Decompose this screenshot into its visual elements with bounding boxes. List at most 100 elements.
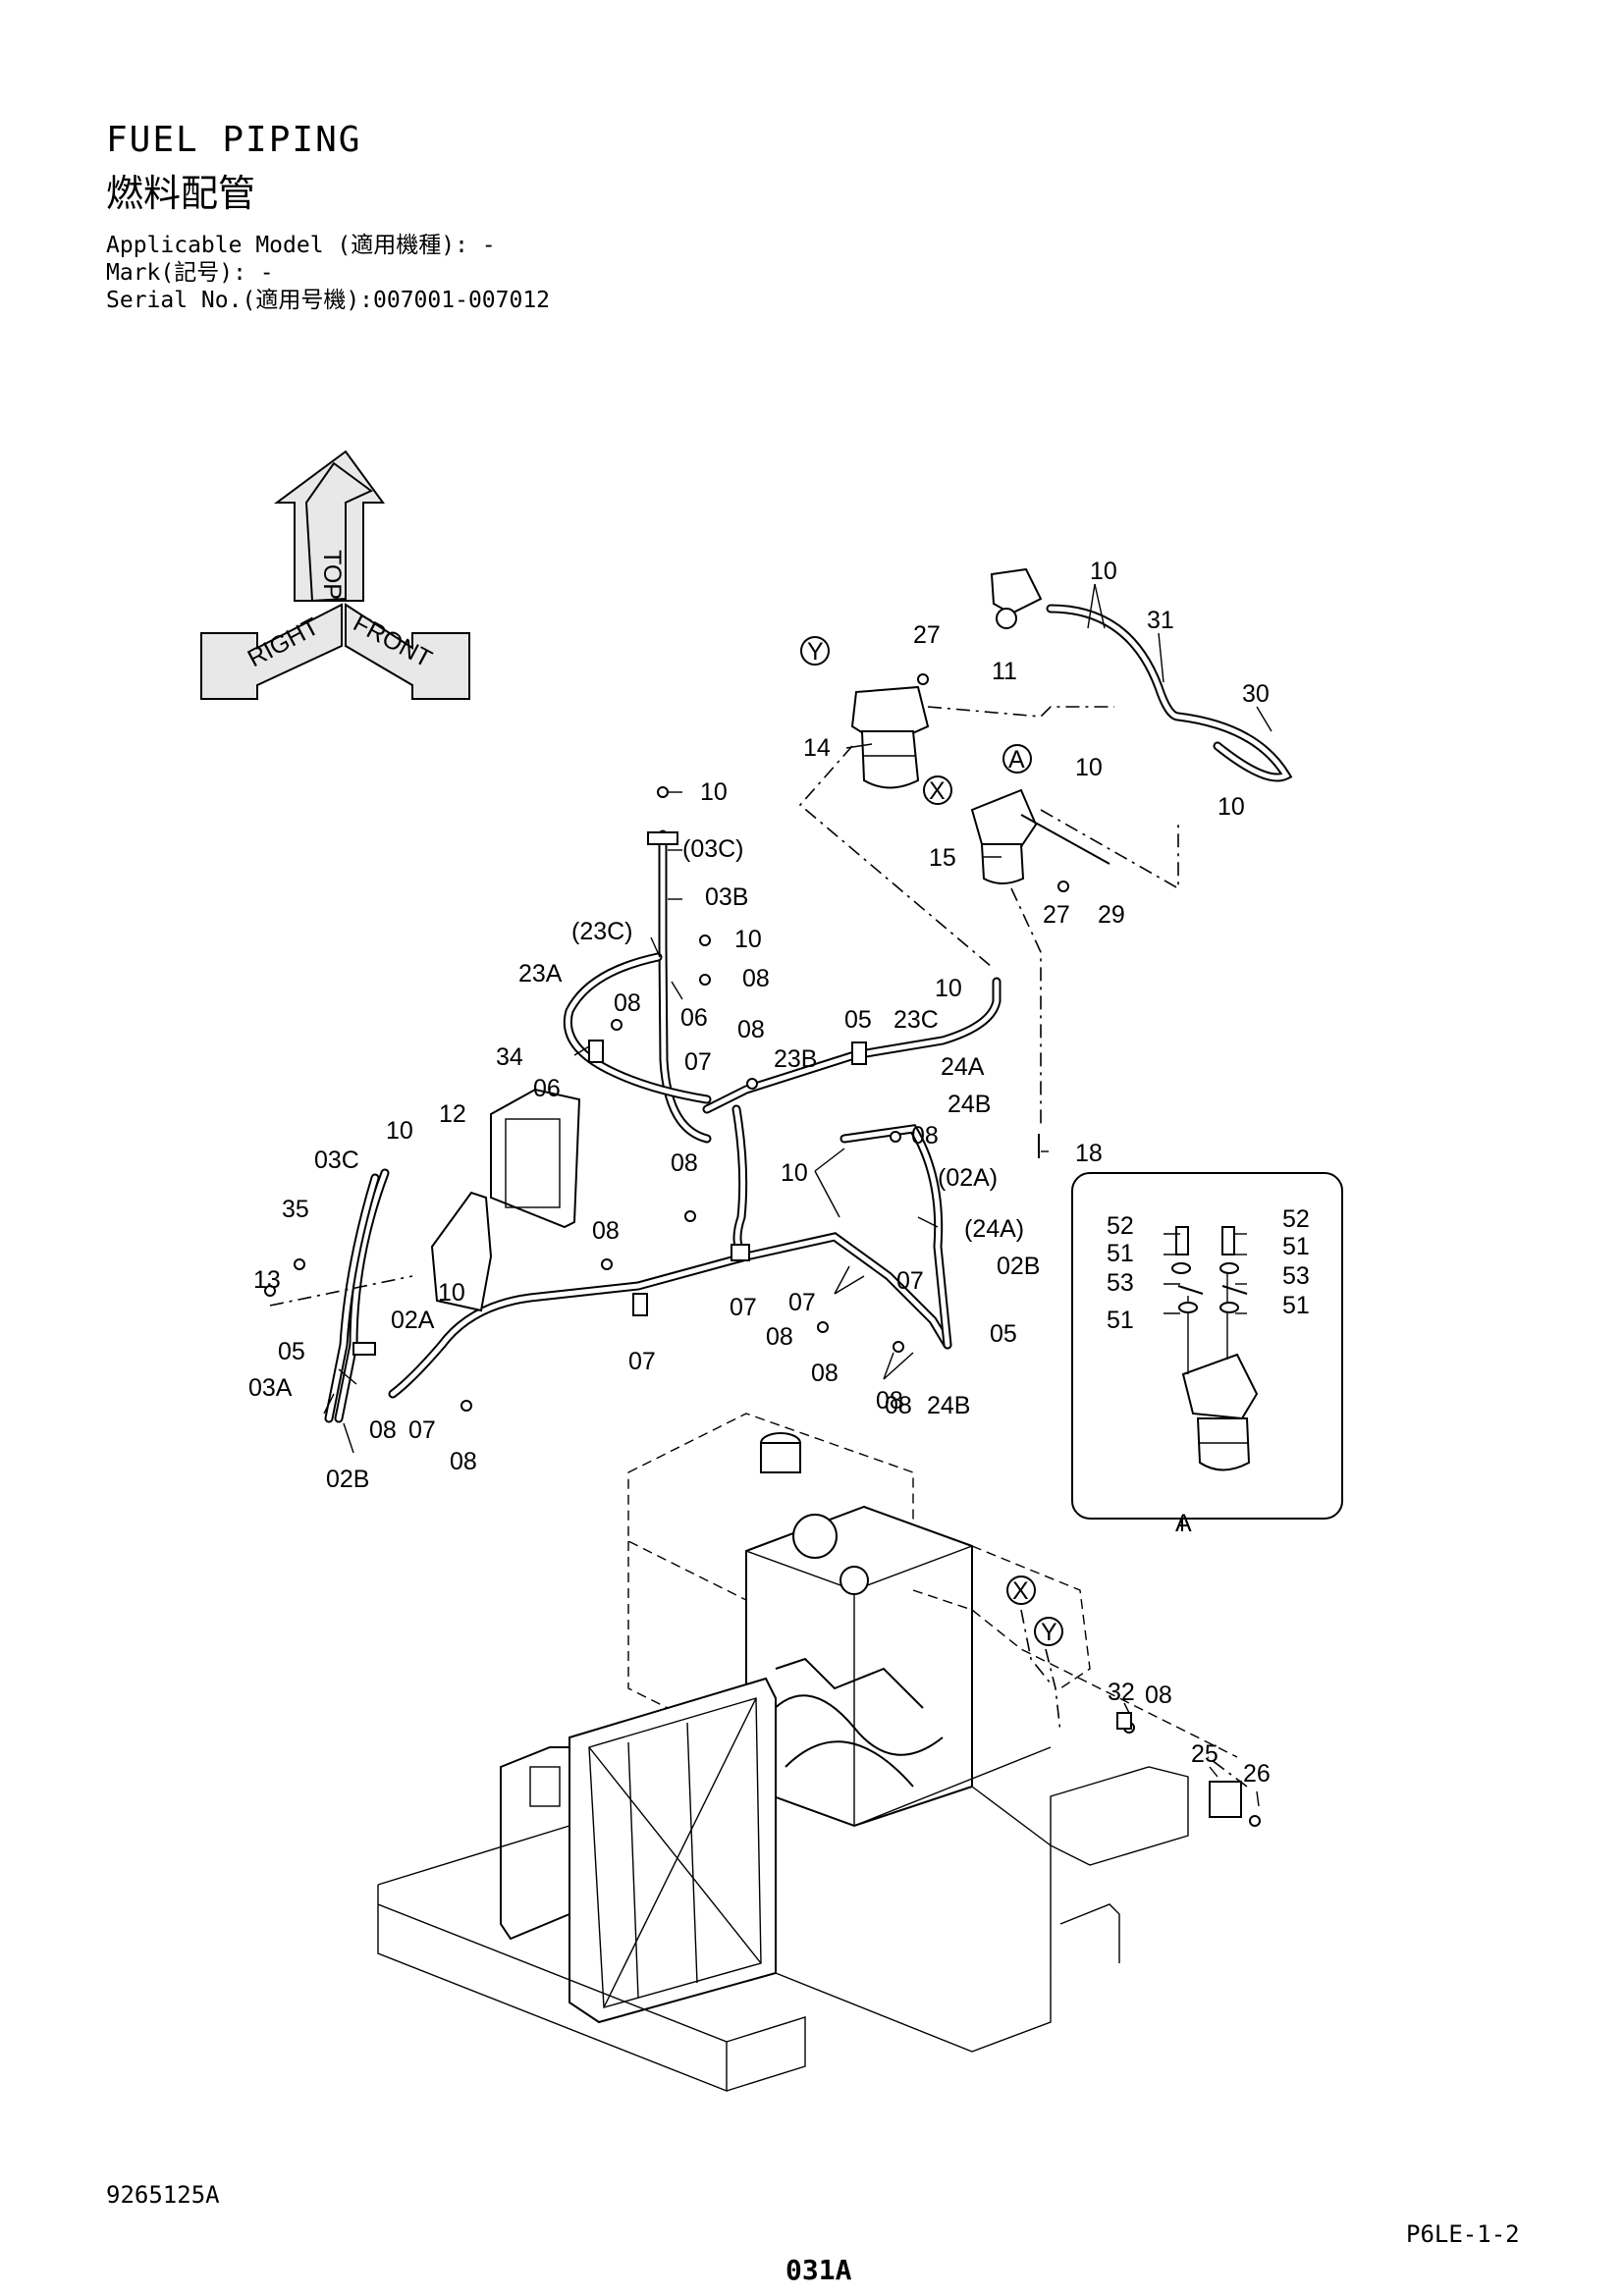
- part-number-labels: 10 31 27 11 30 14 10 10 10 (03C) 03B 15 …: [248, 558, 1310, 1788]
- mark: Mark(記号): -: [106, 260, 274, 286]
- part-label: 06: [680, 1004, 708, 1032]
- part-label: 18: [1075, 1140, 1103, 1167]
- part-label: 31: [1147, 607, 1174, 634]
- part-label: 12: [439, 1100, 466, 1128]
- callout-a-circle: [1002, 744, 1032, 774]
- callout-y2: Y: [1041, 1619, 1057, 1646]
- part-label: 08: [737, 1016, 765, 1043]
- part-label: 02B: [997, 1253, 1040, 1280]
- part-label: 35: [282, 1196, 309, 1223]
- part-label: 10: [734, 926, 762, 953]
- callout-x-circle: [923, 775, 952, 805]
- bracket-11: [990, 567, 1043, 629]
- part-label: 30: [1242, 680, 1270, 708]
- part-label: 08: [671, 1149, 698, 1177]
- fuel-pipes: [324, 604, 1293, 1423]
- part-label: 10: [1090, 558, 1117, 585]
- part-label: 02A: [391, 1307, 435, 1334]
- part-label: 08: [885, 1392, 912, 1419]
- page-number: 031A: [785, 2254, 852, 2286]
- part-label: 29: [1098, 901, 1125, 929]
- part-label: 52: [1282, 1205, 1310, 1233]
- part-label: (23C): [571, 918, 633, 945]
- leader-lines: [323, 583, 1272, 1807]
- part-label: 08: [811, 1360, 839, 1387]
- part-label: 08: [450, 1448, 477, 1475]
- part-label: 08: [766, 1323, 793, 1351]
- part-label: 11: [992, 658, 1017, 685]
- document-number: 9265125A: [106, 2181, 220, 2209]
- part-label: 03C: [314, 1147, 359, 1174]
- part-label: 05: [278, 1338, 305, 1365]
- part-label: 10: [1218, 793, 1245, 821]
- part-label: 05: [990, 1320, 1017, 1348]
- part-label: 08: [911, 1122, 939, 1149]
- part-label: 07: [628, 1348, 656, 1375]
- callout-y2-circle: [1034, 1617, 1063, 1646]
- part-label: 24A: [941, 1053, 985, 1081]
- part-label: 27: [913, 621, 941, 649]
- part-label: 02B: [326, 1466, 369, 1493]
- callout-x2: X: [1012, 1577, 1029, 1605]
- part-label: 07: [896, 1267, 924, 1295]
- part-label: (02A): [938, 1164, 998, 1192]
- part-label: 25: [1191, 1740, 1218, 1768]
- part-label: 23A: [518, 960, 563, 988]
- part-label: 24B: [947, 1091, 991, 1118]
- part-label: 07: [788, 1289, 816, 1316]
- callout-markers: A X Y X Y A: [800, 636, 1192, 1646]
- page-code: P6LE-1-2: [1406, 2220, 1520, 2248]
- part-label: 53: [1282, 1262, 1310, 1290]
- part-label: 52: [1107, 1212, 1134, 1240]
- applicable-model: Applicable Model (適用機種): -: [106, 233, 496, 258]
- part-label: 08: [369, 1416, 397, 1444]
- part-label: 06: [533, 1075, 561, 1102]
- part-label: 13: [253, 1266, 281, 1294]
- clamps-and-bolts: [264, 673, 1261, 1827]
- part-label: 08: [614, 989, 641, 1017]
- part-label: 51: [1282, 1292, 1310, 1319]
- serial-number: Serial No.(適用号機):007001-007012: [106, 288, 551, 313]
- part-label: 23C: [893, 1006, 939, 1034]
- callout-y: Y: [807, 638, 824, 666]
- cover-34: [490, 1088, 581, 1229]
- part-label: 15: [929, 844, 956, 872]
- part-label: 14: [803, 734, 831, 762]
- fuel-filter-15: [970, 788, 1110, 884]
- detail-caption: A: [1175, 1510, 1192, 1537]
- part-label: 07: [730, 1294, 757, 1321]
- guide-lines: [269, 706, 1248, 1788]
- fuel-filter-14: [850, 685, 930, 789]
- part-label: 10: [700, 778, 728, 806]
- orientation-top: TOP: [318, 550, 346, 600]
- part-label: 26: [1243, 1760, 1271, 1788]
- bracket-12: [430, 1191, 493, 1312]
- callout-y-circle: [800, 636, 830, 666]
- part-label: 34: [496, 1043, 523, 1071]
- detail-filter: [1181, 1266, 1259, 1471]
- part-label: 08: [742, 965, 770, 992]
- part-label: 51: [1282, 1233, 1310, 1260]
- part-label: 07: [684, 1048, 712, 1076]
- part-label: 10: [386, 1117, 413, 1145]
- part-label: 08: [876, 1387, 903, 1415]
- part-label: 08: [592, 1217, 620, 1245]
- part-label: (24A): [964, 1215, 1024, 1243]
- part-label: 32: [1108, 1679, 1135, 1706]
- detail-view-a: [1071, 1172, 1343, 1531]
- part-label: 10: [781, 1159, 808, 1187]
- part-label: 03A: [248, 1374, 293, 1402]
- part-label: 24B: [927, 1392, 970, 1419]
- part-label: 10: [935, 975, 962, 1002]
- part-label: 27: [1043, 901, 1070, 929]
- page-title-japanese: 燃料配管: [106, 172, 256, 215]
- part-label: 05: [844, 1006, 872, 1034]
- part-label: (03C): [682, 835, 744, 863]
- part-label: 51: [1107, 1240, 1134, 1267]
- part-label: 10: [1075, 754, 1103, 781]
- part-label: 07: [408, 1416, 436, 1444]
- part-label: 23B: [774, 1045, 817, 1073]
- part-label: 08: [1145, 1682, 1172, 1709]
- callout-x2-circle: [1006, 1575, 1036, 1605]
